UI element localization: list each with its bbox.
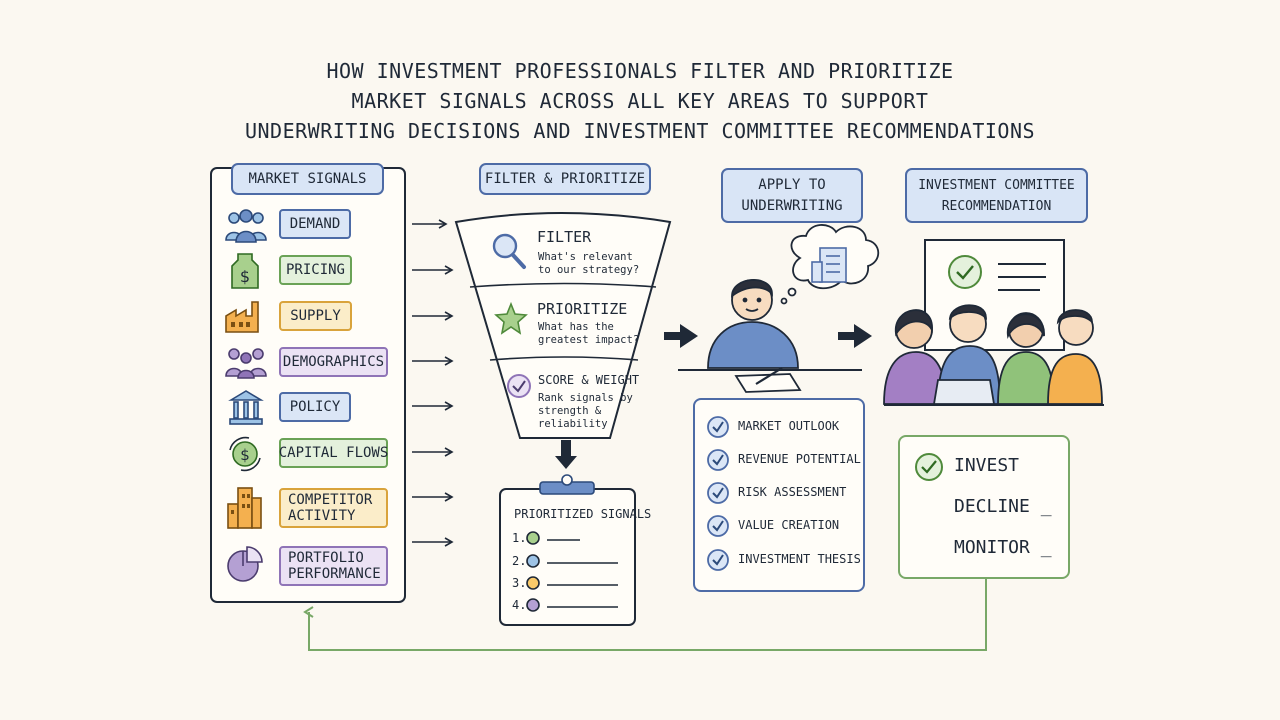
city-buildings-icon <box>227 487 262 529</box>
diagram-title: HOW INVESTMENT PROFESSIONALS FILTER AND … <box>0 56 1280 146</box>
signal-demand: DEMAND <box>279 209 351 239</box>
population-icon <box>225 348 267 379</box>
decision-monitor: MONITOR _ <box>954 537 1052 558</box>
stage-score-subtitle: Rank signals by strength & reliability <box>538 392 633 430</box>
underwriting-item-revenue-potential: REVENUE POTENTIAL <box>738 452 861 466</box>
government-building-icon <box>228 390 264 425</box>
signal-portfolio-performance: PORTFOLIO PERFORMANCE <box>279 546 388 586</box>
decision-decline: DECLINE _ <box>954 496 1052 517</box>
price-tag-icon: $ <box>231 253 259 289</box>
svg-text:$: $ <box>240 446 250 464</box>
stage-score-title: SCORE & WEIGHT <box>538 373 640 387</box>
prioritized-num-1: 1. <box>512 531 527 545</box>
title-line-2: MARKET SIGNALS ACROSS ALL KEY AREAS TO S… <box>351 89 929 113</box>
stage-prioritize-subtitle: What has the greatest impact? <box>538 321 640 346</box>
stage-arrows <box>664 324 872 348</box>
underwriting-item-market-outlook: MARKET OUTLOOK <box>738 419 840 433</box>
prioritized-num-4: 4. <box>512 598 527 612</box>
filter-prioritize-header: FILTER & PRIORITIZE <box>479 163 651 195</box>
pie-chart-icon <box>227 546 263 582</box>
signal-arrows <box>412 219 454 547</box>
money-cycle-icon: $ <box>229 436 261 472</box>
title-line-1: HOW INVESTMENT PROFESSIONALS FILTER AND … <box>326 59 954 83</box>
signal-pricing: PRICING <box>279 255 352 285</box>
building-icon <box>811 247 847 283</box>
underwriting-panel <box>693 398 865 592</box>
people-group-icon <box>225 209 267 243</box>
signal-demographics: DEMOGRAPHICS <box>279 347 388 377</box>
analyst-illustration <box>678 279 862 393</box>
committee-illustration <box>883 304 1104 406</box>
prioritized-num-3: 3. <box>512 576 527 590</box>
funnel-down-arrow <box>555 440 577 469</box>
prioritized-title: PRIORITIZED SIGNALS <box>514 507 652 521</box>
feedback-loop-arrow <box>303 579 987 651</box>
underwriting-header: APPLY TO UNDERWRITING <box>721 168 863 223</box>
prioritized-markers <box>526 531 618 612</box>
title-line-3: UNDERWRITING DECISIONS AND INVESTMENT CO… <box>244 119 1036 143</box>
market-signals-header: MARKET SIGNALS <box>231 163 384 195</box>
magnifier-icon <box>492 233 526 269</box>
underwriting-check-marks <box>712 421 724 566</box>
svg-text:$: $ <box>240 267 250 286</box>
factory-icon <box>225 301 259 333</box>
signal-capital-flows: CAPITAL FLOWS <box>279 438 388 468</box>
signal-supply: SUPPLY <box>279 301 352 331</box>
stage-filter-subtitle: What's relevant to our strategy? <box>538 251 640 276</box>
underwriting-item-investment-thesis: INVESTMENT THESIS <box>738 552 861 566</box>
signal-policy: POLICY <box>279 392 351 422</box>
score-check-icon <box>507 374 531 398</box>
invest-check-icon <box>915 453 943 481</box>
decision-invest: INVEST <box>954 455 1020 476</box>
committee-header: INVESTMENT COMMITTEE RECOMMENDATION <box>905 168 1088 223</box>
signal-competitor-activity: COMPETITOR ACTIVITY <box>279 488 388 528</box>
underwriting-item-risk-assessment: RISK ASSESSMENT <box>738 485 847 499</box>
prioritized-num-2: 2. <box>512 554 527 568</box>
star-icon <box>494 301 528 335</box>
underwriting-item-value-creation: VALUE CREATION <box>738 518 840 532</box>
stage-filter-title: FILTER <box>537 228 592 246</box>
stage-prioritize-title: PRIORITIZE <box>537 300 628 318</box>
